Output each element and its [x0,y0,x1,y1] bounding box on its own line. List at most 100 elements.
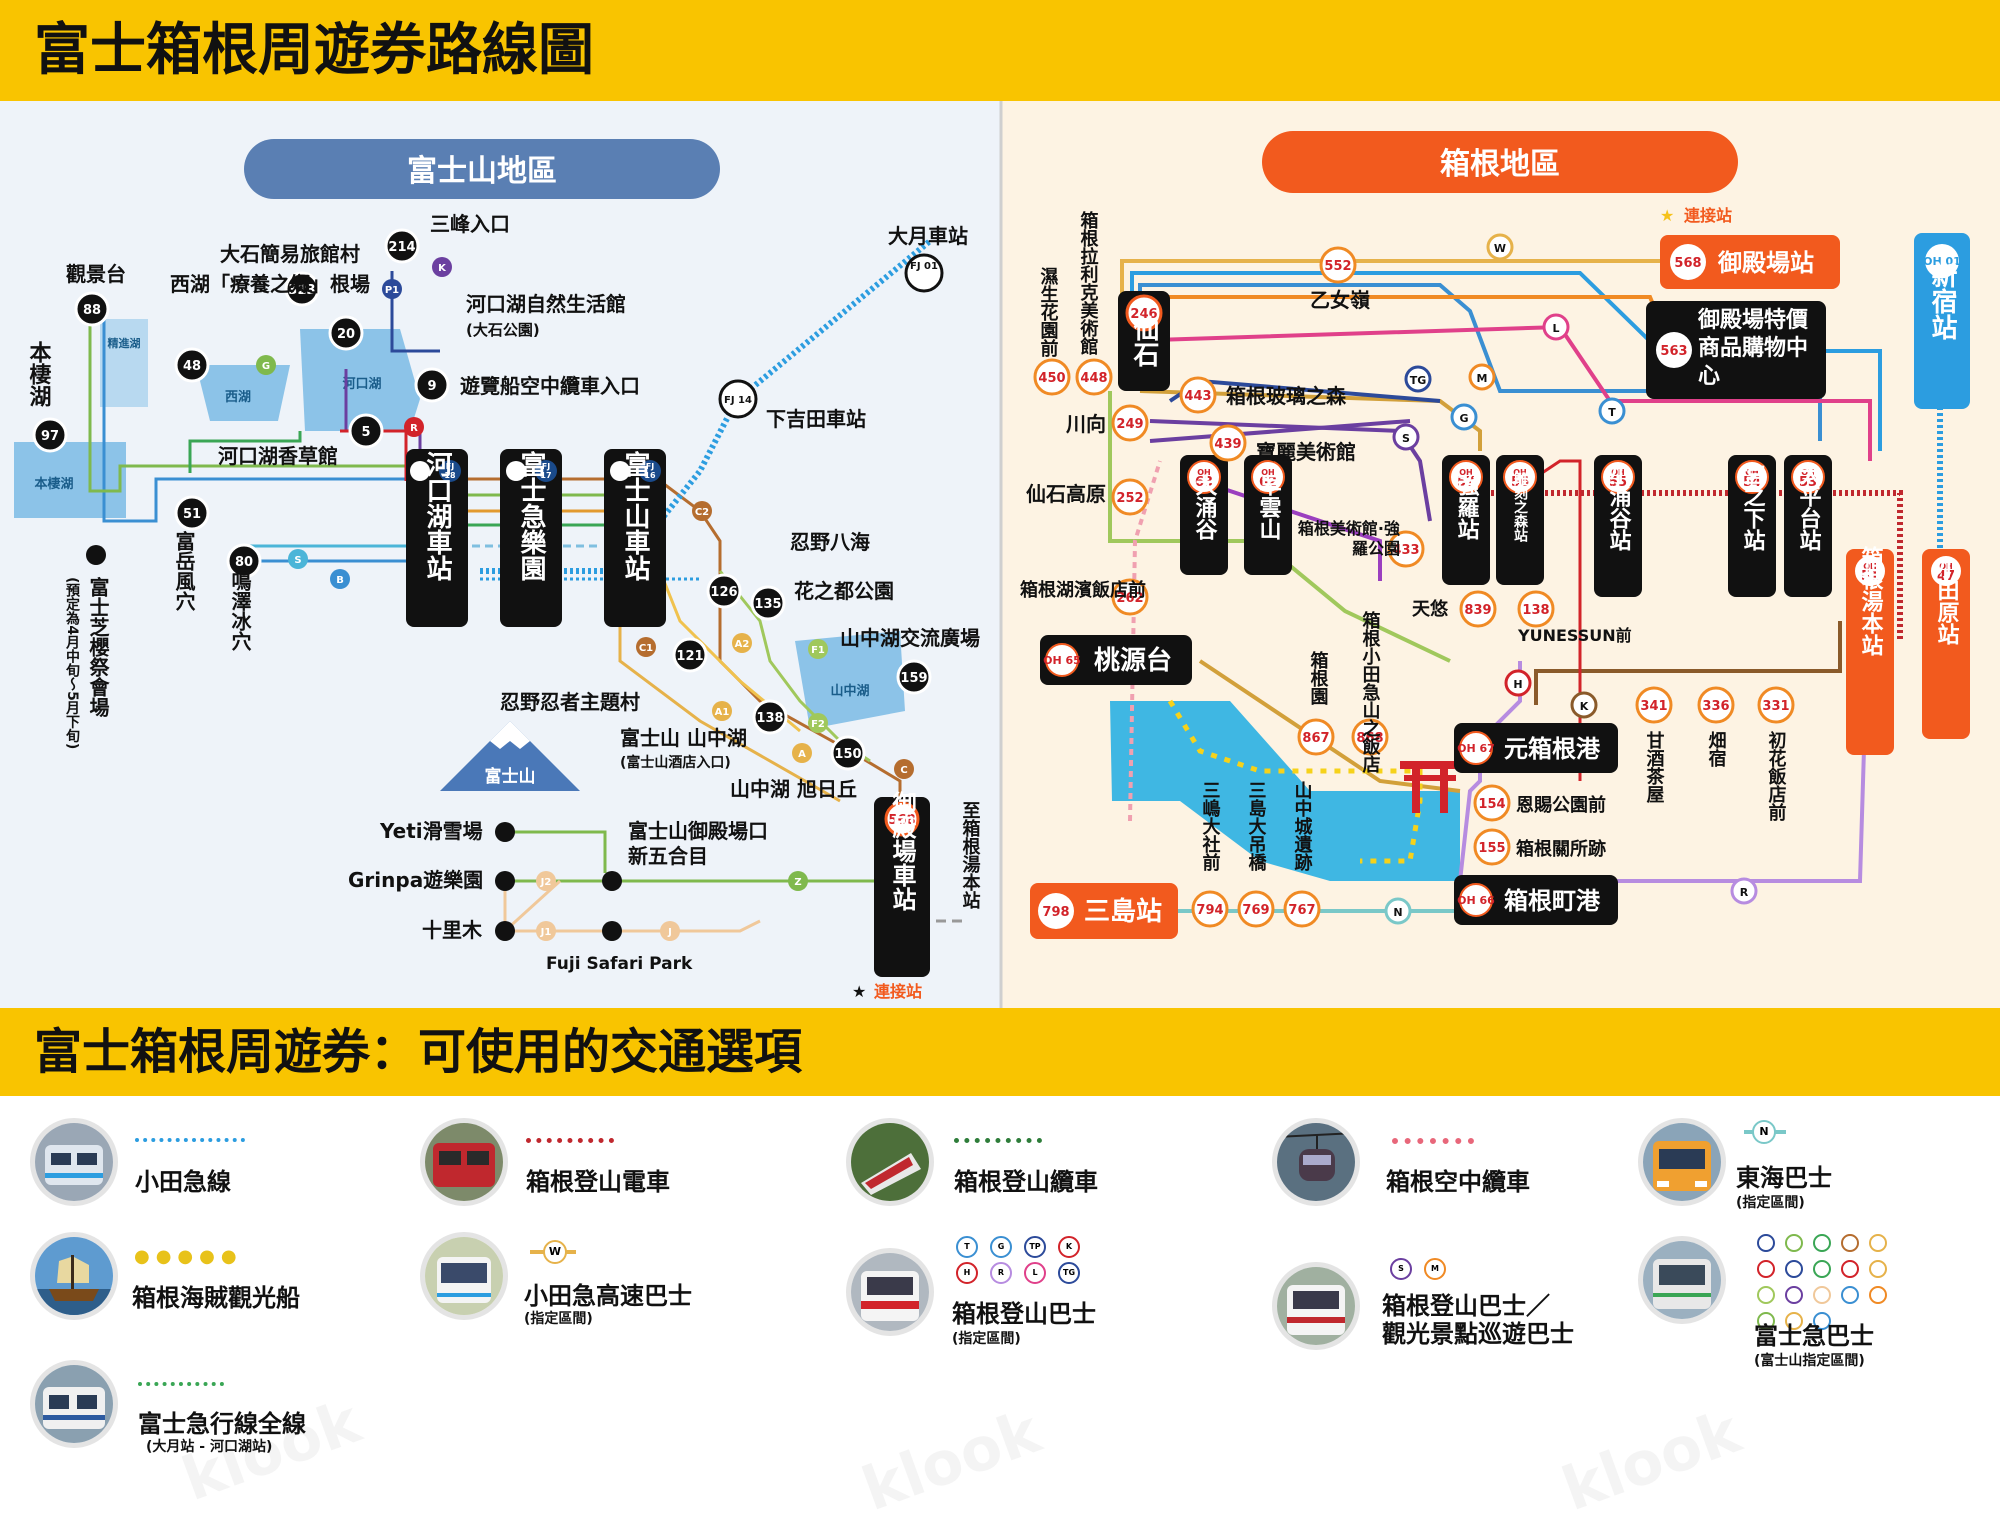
bus-stop-oshino[interactable]: 135 [750,585,786,621]
station-fujikyu-highland[interactable]: FJ 17 富士急樂園 [500,449,562,627]
bus-stop-fuugaku[interactable]: 51 [174,495,210,531]
stop-hananomiyako: 花之都公園 [794,579,894,603]
svg-text:FJ: FJ [646,462,654,471]
svg-text:OH: OH [1801,468,1815,477]
svg-text:9: 9 [427,379,436,394]
bus-stop-mitsumine[interactable]: 214 [384,228,420,264]
stop-dot[interactable] [602,871,622,891]
station-shinjuku[interactable]: OH 01 新宿站 [1914,233,1970,409]
bus-stop-bijutsukan[interactable]: 433 [1387,530,1425,568]
bus-stop-hatsuhana[interactable]: 331 [1757,686,1795,724]
stop-fuugaku: 富岳風穴 [172,530,196,612]
svg-text:箱根町港: 箱根町港 [1504,887,1601,915]
station-sengoku[interactable]: 246 仙石 [1118,291,1170,391]
bus-stop-hatajuku[interactable]: 336 [1697,686,1735,724]
stop-yeti: Yeti滑雪場 [379,819,483,843]
svg-text:55: 55 [1609,475,1627,490]
stop-dot[interactable] [495,871,515,891]
station-otsuki[interactable]: FJ 01 大月車站 [888,224,968,293]
route-letter-tg: TG [1404,365,1432,393]
svg-text:126: 126 [710,585,737,600]
route-letter-k: K [432,257,452,277]
bus-stop-amazake[interactable]: 341 [1635,686,1673,724]
route-dot [1757,1260,1775,1278]
bus-stop-lalique[interactable]: 448 [1075,358,1113,396]
station-gotemba-hakone[interactable]: 568 御殿場站 [1660,235,1840,289]
bus-stop-sekisho[interactable]: 155 [1473,828,1511,866]
bus-stop-otome[interactable]: 552 [1319,246,1357,284]
bus-stop-hotel[interactable]: 262 [1111,578,1149,616]
svg-text:56: 56 [1511,475,1529,490]
bus-stop-hakoneen[interactable]: 867 [1297,718,1335,756]
bus-stop-ropeway[interactable]: 9 [414,367,450,403]
bus-stop-taisha[interactable]: 794 [1191,890,1229,928]
stop-dot[interactable] [602,921,622,941]
svg-text:元箱根港: 元箱根港 [1504,735,1601,763]
station-togendai[interactable]: OH 65 桃源台 [1040,635,1192,685]
stop-dot[interactable] [86,545,106,565]
bus-stop-pola[interactable]: 439 [1209,424,1247,462]
bus-stop-tenyu[interactable]: 839 [1459,590,1497,628]
svg-text:新宿站: 新宿站 [1927,261,1957,340]
bus-stop-yunessun[interactable]: 138 [1517,590,1555,628]
route-map: 富士山地區 本棲湖 精進湖 西湖 河口湖 山中湖 富士山 [0,101,2000,1008]
bus-stop-asahigaoka[interactable]: 150 [830,735,866,771]
bus-stop-obs[interactable]: 88 [74,291,110,327]
stop-hatsuhana: 初花飯店前 [1766,730,1788,822]
bus-stop-herb[interactable]: 5 [348,413,384,449]
station-outlet[interactable]: 563 御殿場特價商品購物中心 [1646,301,1826,399]
station-mishima[interactable]: 798 三島站 [1030,883,1178,939]
bus-stop-odakyu_hotel[interactable]: 868 [1351,718,1389,756]
station-fujisan[interactable]: FJ 16 富士山車站 [604,449,666,627]
bus-stop-koryu[interactable]: 159 [896,659,932,695]
svg-text:J1: J1 [540,927,552,938]
route-dot [1785,1260,1803,1278]
route-letter-j2: J2 [536,871,556,891]
stop-dot[interactable] [495,822,515,842]
bus-stop-shissei[interactable]: 450 [1033,358,1071,396]
tozan-train-photo [420,1118,508,1206]
bus-stop-saiko[interactable]: 48 [174,347,210,383]
svg-text:FJ: FJ [542,462,550,471]
bus-stop-castle[interactable]: 767 [1283,890,1321,928]
station-kawaguchiko[interactable]: FJ 18 河口湖車站 [406,449,468,627]
station-shimoyoshida[interactable]: FJ 14 下吉田車站 [718,379,866,431]
bus-stop-narusawa[interactable]: 80 [226,543,262,579]
svg-text:J2: J2 [540,877,552,888]
svg-text:OH 65: OH 65 [1043,654,1081,667]
bus-stop-kawamuki[interactable]: 249 [1111,404,1149,442]
route-dot [1841,1286,1859,1304]
stop-dot[interactable] [495,921,515,941]
stop-herb: 河口湖香草館 [218,444,338,468]
svg-text:249: 249 [1116,417,1143,432]
svg-text:桃源台: 桃源台 [1094,645,1172,676]
bus-stop-skywalk[interactable]: 769 [1237,890,1275,928]
bus-stop-hananomiyako[interactable]: 126 [706,573,742,609]
bus-stop-glass[interactable]: 443 [1179,376,1217,414]
bus-stop-natural[interactable]: 20 [328,315,364,351]
bus-stop-motosuko[interactable]: 97 [32,417,68,453]
bus-stop-onshi[interactable]: 154 [1473,784,1511,822]
station-gotemba-fuji[interactable]: 568 御殿場車站 [874,791,930,977]
route-letter-b: B [330,569,350,589]
svg-text:150: 150 [834,747,861,762]
bus-stop-ninja[interactable]: 121 [672,637,708,673]
fujikyu-bus-photo [1638,1236,1726,1324]
bus-stop-oishi[interactable]: 323 [284,271,320,307]
svg-text:S: S [294,555,301,566]
bus-stop-sengokukogen[interactable]: 252 [1111,478,1149,516]
route-letter-c: C [894,759,914,779]
station-motohakone[interactable]: OH 67 元箱根港 [1454,723,1618,773]
station-hakonemachi[interactable]: OH 66 箱根町港 [1454,875,1618,925]
bus-stop-yamanakako_hotel[interactable]: 138 [752,699,788,735]
svg-text:Z: Z [794,877,801,888]
